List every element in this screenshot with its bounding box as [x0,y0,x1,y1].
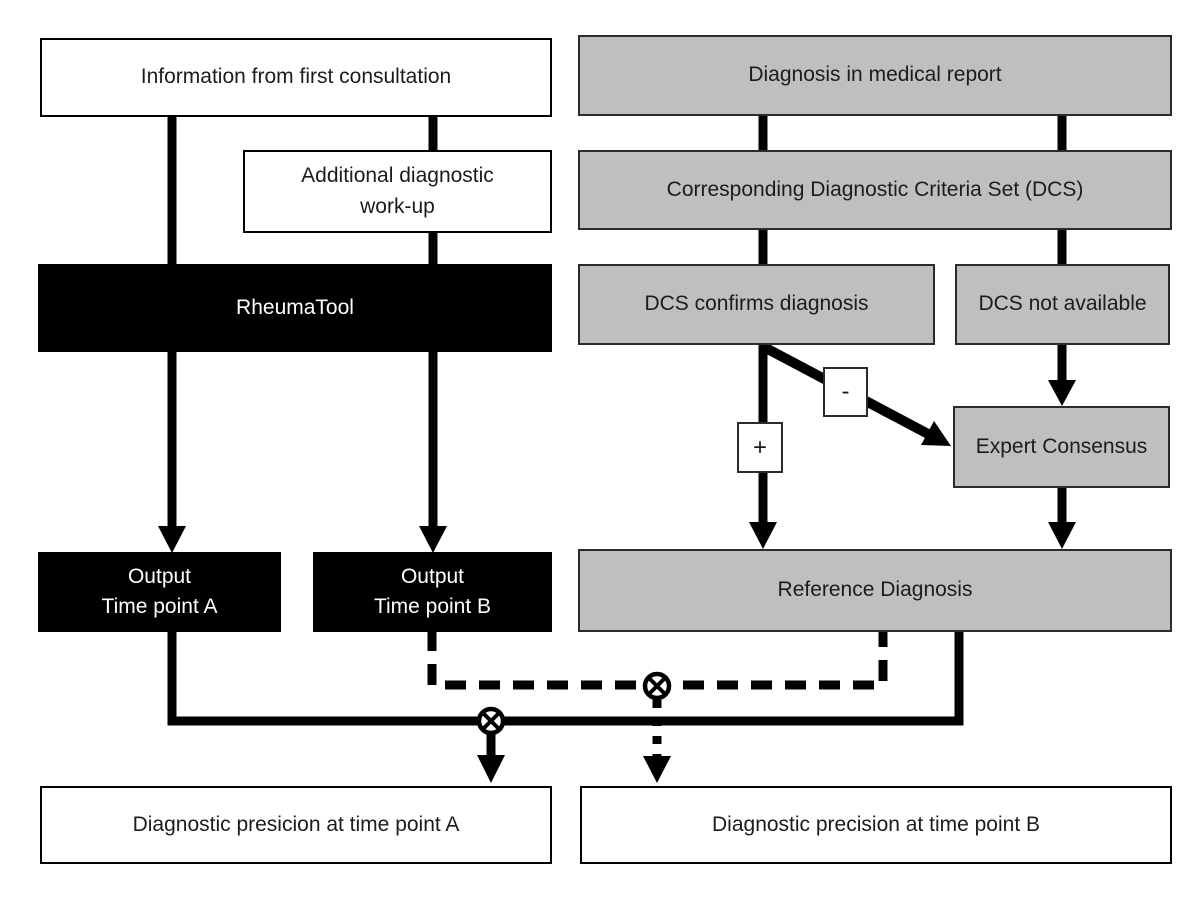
box-corresponding-dcs: Corresponding Diagnostic Criteria Set (D… [578,150,1172,230]
arrow-to-precision-b [643,700,671,783]
box-diagnosis-medical-report: Diagnosis in medical report [578,35,1172,116]
box-output-time-point-b: Output Time point B [313,552,552,632]
box-additional-diagnostic-workup: Additional diagnostic work-up [243,150,552,233]
box-output-time-point-a: Output Time point A [38,552,281,632]
arrow-expert-to-reference [1048,487,1076,549]
arrow-rheumatool-to-output-a [158,350,186,553]
minus-junction-box: - [823,367,868,417]
box-expert-consensus: Expert Consensus [953,406,1170,488]
box-information-first-consultation: Information from first consultation [40,38,552,117]
arrow-not-available-to-expert [1048,344,1076,406]
arrow-to-precision-a [477,721,505,783]
circled-times-icon [642,671,672,701]
circled-times-icon [476,706,506,736]
box-diagnostic-precision-b: Diagnostic precision at time point B [580,786,1172,864]
box-diagnostic-precision-a: Diagnostic presicion at time point A [40,786,552,864]
box-reference-diagnosis: Reference Diagnosis [578,549,1172,632]
box-dcs-confirms-diagnosis: DCS confirms diagnosis [578,264,935,345]
box-rheumatool: RheumaTool [38,264,552,352]
path-output-b-and-reference-dashed [427,630,888,690]
plus-junction-box: + [737,422,783,473]
box-dcs-not-available: DCS not available [955,264,1170,345]
arrow-rheumatool-to-output-b [419,350,447,553]
path-output-a-and-reference-solid [167,630,964,726]
